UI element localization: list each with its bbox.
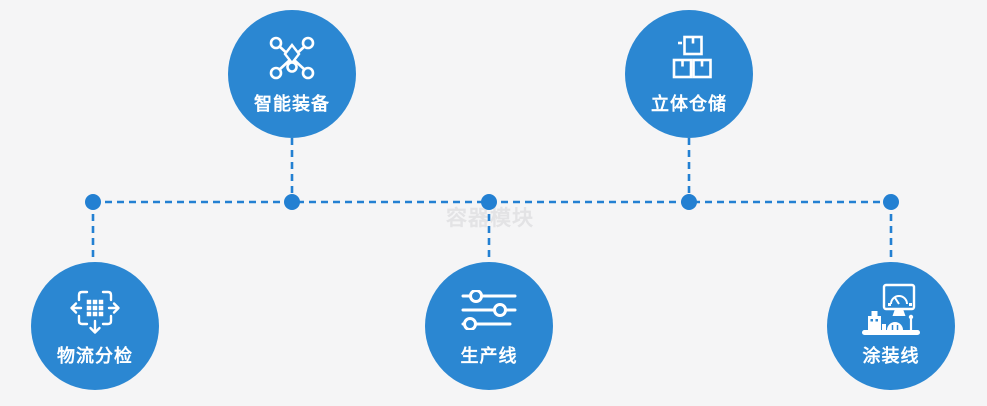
network-icon (269, 36, 315, 80)
sliders-icon (461, 290, 517, 330)
node-label: 涂装线 (862, 346, 920, 366)
junction-dot (481, 194, 497, 210)
node-logistics-sorting: 物流分检 (31, 262, 159, 390)
node-painting-line: 涂装线 (827, 262, 955, 390)
node-label: 物流分检 (57, 346, 133, 366)
junction-dot (681, 194, 697, 210)
icon-box (461, 281, 517, 339)
node-smart-equipment: 智能装备 (228, 10, 356, 138)
icon-box (859, 281, 923, 339)
icon-box (665, 29, 713, 87)
node-label: 智能装备 (254, 94, 330, 114)
node-stereo-warehouse: 立体仓储 (625, 10, 753, 138)
node-label: 生产线 (460, 346, 518, 366)
junction-dot (883, 194, 899, 210)
node-production-line: 生产线 (425, 262, 553, 390)
icon-box (67, 281, 123, 339)
icon-box (268, 29, 316, 87)
workstation-icon (862, 283, 920, 335)
sort-dispatch-icon (70, 290, 120, 334)
stacked-boxes-icon (672, 35, 712, 79)
junction-dot (85, 194, 101, 210)
node-label: 立体仓储 (651, 94, 727, 114)
junction-dot (284, 194, 300, 210)
